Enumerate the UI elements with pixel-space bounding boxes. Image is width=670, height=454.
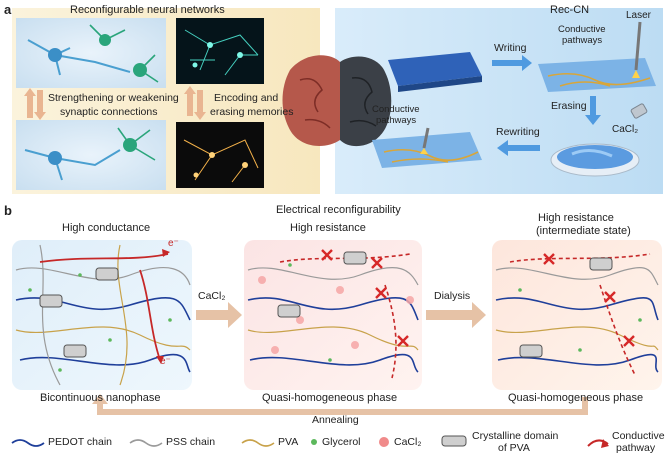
crystalline-domains [39,251,613,358]
state-box-high-conductance [12,240,192,390]
electron-label-bottom: e⁻ [160,356,171,367]
legend-crystalline-1: Crystalline domain [472,430,559,442]
state-box-intermediate [492,240,662,390]
cacl2-arrow-label: CaCl₂ [198,290,226,302]
writing-label: Writing [494,42,527,54]
polymer-chains-box3 [495,253,659,376]
legend-pva: PVA [278,436,299,448]
hydrogel-sheet-written [538,21,656,92]
hydrogel-sheet-pristine [388,52,482,92]
neuron-illustration-bottom [16,120,166,190]
synapse-double-arrow [24,88,46,120]
petri-dish [550,143,640,177]
cacl2-label-a: CaCl₂ [612,124,639,135]
conductive-bottom-label-2: pathways [376,115,417,126]
conductive-top-label-1: Conductive [558,24,606,35]
state-title-intermediate-1: High resistance [538,212,614,224]
brain-illustration [282,55,392,147]
dialysis-arrow-label: Dialysis [434,290,471,302]
synapse-text-1: Strengthening or weakening [48,92,179,104]
microscopy-image-top [176,18,264,84]
cacl2-dots [258,276,414,354]
legend-glyphs [11,435,609,448]
legend-cacl2: CaCl₂ [394,436,422,448]
rewriting-label: Rewriting [496,126,540,138]
phase-label-1: Bicontinuous nanophase [40,392,161,404]
legend-pedot: PEDOT chain [48,436,112,448]
writing-arrow [492,55,532,71]
legend-conductive-2: pathway [616,442,656,454]
state-title-high-resistance: High resistance [290,222,366,234]
hydrogel-sheet-rewritten [372,127,482,168]
erasing-label: Erasing [551,100,587,112]
rewriting-arrow [497,140,540,156]
panel-a-label: a [4,2,12,17]
phase-label-2: Quasi-homogeneous phase [262,392,398,404]
blocked-path-marks [321,249,635,347]
polymer-chains-box2 [247,253,419,379]
legend-glycerol: Glycerol [322,436,361,448]
state-box-high-resistance [244,240,422,390]
glycerol-dots [28,263,642,372]
dialysis-arrow [426,302,486,328]
panel-a-right-title: Rec-CN [550,4,590,16]
memory-text-1: Encoding and [214,92,279,104]
memory-double-arrow [184,86,206,120]
microscopy-image-bottom [176,122,264,188]
cacl2-arrow [196,302,242,328]
panel-b-label: b [4,203,12,218]
electron-label-top: e⁻ [168,238,179,249]
state-title-high-conductance: High conductance [62,222,151,234]
conductive-bottom-label-1: Conductive [372,104,420,115]
annealing-arrow [97,397,588,415]
legend-conductive-1: Conductive [612,430,665,442]
cacl2-dropper [630,103,648,119]
synapse-text-2: synaptic connections [60,106,158,118]
annealing-label: Annealing [312,414,359,426]
memory-text-2: erasing memories [210,106,294,118]
phase-label-3: Quasi-homogeneous phase [508,392,644,404]
legend-crystalline-2: of PVA [498,442,530,454]
laser-label: Laser [626,10,652,21]
erasing-arrow [585,96,601,125]
panel-b-title: Electrical reconfigurability [276,204,401,216]
panel-a-left-title: Reconfigurable neural networks [70,4,225,16]
conductive-top-label-2: pathways [562,35,603,46]
legend-pss: PSS chain [166,436,216,448]
state-title-intermediate-2: (intermediate state) [536,225,631,237]
neuron-illustration-top [16,18,166,88]
